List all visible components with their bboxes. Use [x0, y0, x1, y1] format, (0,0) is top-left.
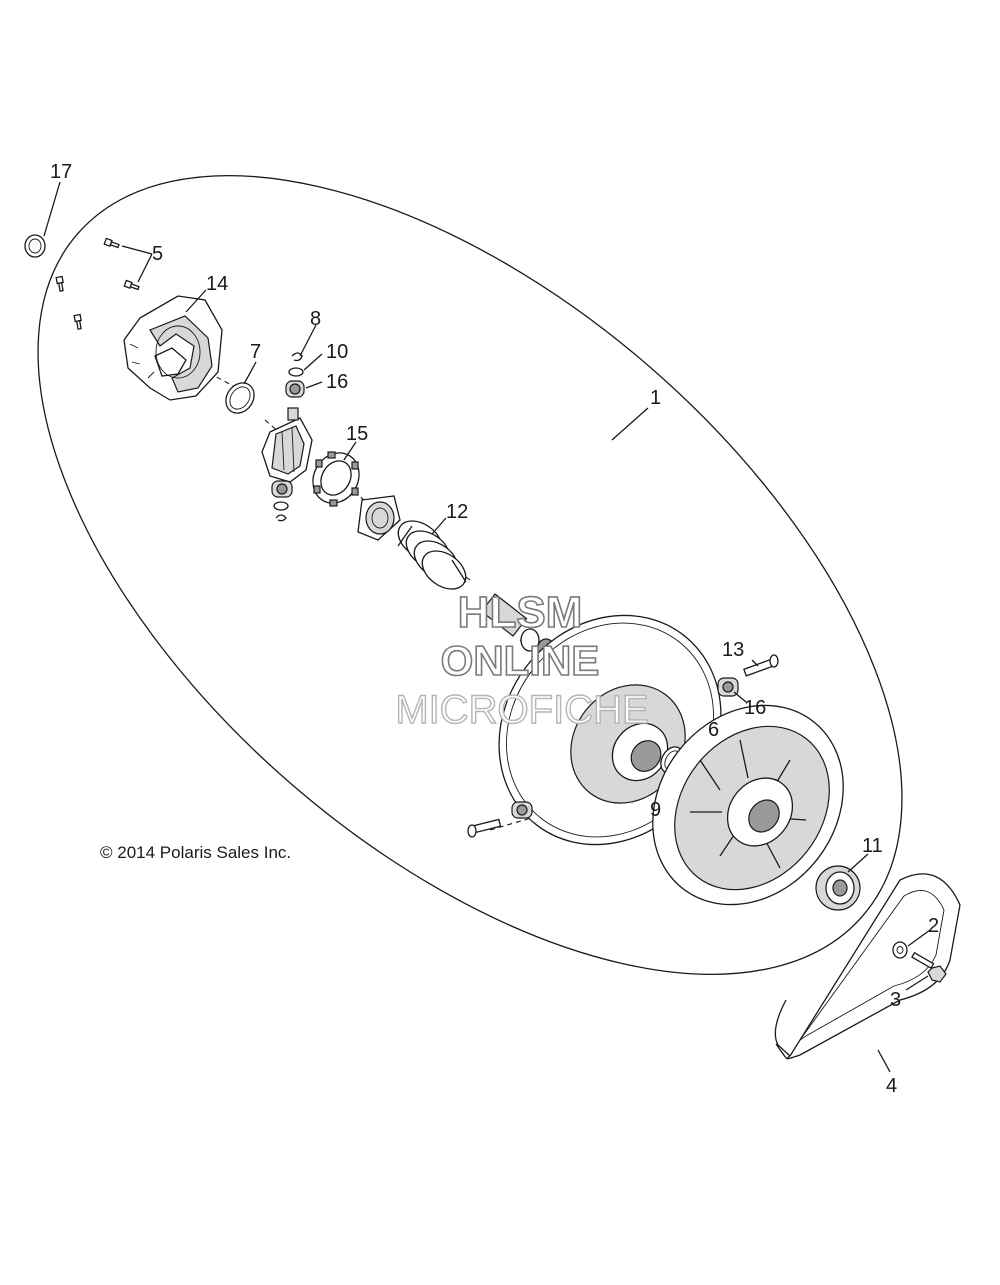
leader-4 [877, 1049, 891, 1073]
leader-11 [847, 853, 869, 873]
watermark-line-2: ONLINE [441, 637, 600, 684]
part-7-ring [225, 382, 255, 414]
copyright-text: © 2014 Polaris Sales Inc. [100, 843, 291, 862]
part-12-spring [397, 520, 467, 590]
leader-15 [343, 441, 357, 461]
lower-roller [511, 801, 533, 819]
leader-8 [299, 324, 317, 357]
callout-4: 4 [886, 1075, 897, 1097]
leader-16-upper [305, 381, 323, 389]
leader-3 [905, 975, 929, 991]
part-8-clip [291, 352, 303, 362]
watermark-line-1: HLSM [458, 588, 583, 637]
leader-7 [243, 361, 257, 385]
leader-5 [121, 245, 153, 283]
part-14-cam [123, 295, 223, 401]
callout-15: 15 [346, 423, 368, 445]
part-2-washer [892, 941, 908, 959]
callout-17: 17 [50, 161, 72, 183]
lower-pin [467, 818, 502, 838]
callout-9: 9 [650, 799, 661, 821]
callout-6: 6 [708, 719, 719, 741]
part-5-screws [55, 237, 140, 330]
leader-14 [185, 289, 207, 313]
callout-11: 11 [862, 835, 883, 857]
spring-seat [357, 495, 401, 541]
callout-7: 7 [250, 341, 261, 363]
part-16-roller-upper [285, 380, 305, 398]
part-16-roller-lower [271, 480, 293, 498]
callout-8: 8 [310, 308, 321, 330]
callout-2: 2 [928, 915, 939, 937]
leader-1 [611, 407, 649, 441]
callout-16-upper: 16 [326, 371, 348, 393]
lower-washer-and-clip [273, 501, 289, 522]
watermark-line-3: MICROFICHE [395, 688, 648, 732]
part-16-roller-right [717, 677, 739, 697]
callout-1: 1 [650, 387, 661, 409]
leader-16-right [733, 691, 747, 703]
fixed-sheave [652, 704, 844, 906]
part-13-pin [743, 654, 779, 677]
leader-13 [751, 659, 759, 667]
part-15-bushing [312, 451, 360, 507]
leader-17 [43, 181, 61, 237]
callout-3: 3 [890, 989, 901, 1011]
callout-5: 5 [152, 243, 163, 265]
leader-2 [907, 929, 931, 947]
pin-axis-lower [489, 794, 611, 831]
part-3-bolt [911, 951, 947, 983]
leader-12 [431, 517, 447, 535]
callout-16-right: 16 [744, 697, 766, 719]
leader-10 [303, 353, 323, 371]
assembly-outline [37, 175, 903, 975]
spider-assembly [261, 407, 313, 483]
part-17-oring [24, 234, 46, 258]
callout-10: 10 [326, 341, 348, 363]
callout-14: 14 [206, 273, 228, 295]
callout-13: 13 [722, 639, 744, 661]
part-11-bearing [815, 865, 861, 911]
part-10-washer [288, 367, 304, 377]
callout-12: 12 [446, 501, 468, 523]
